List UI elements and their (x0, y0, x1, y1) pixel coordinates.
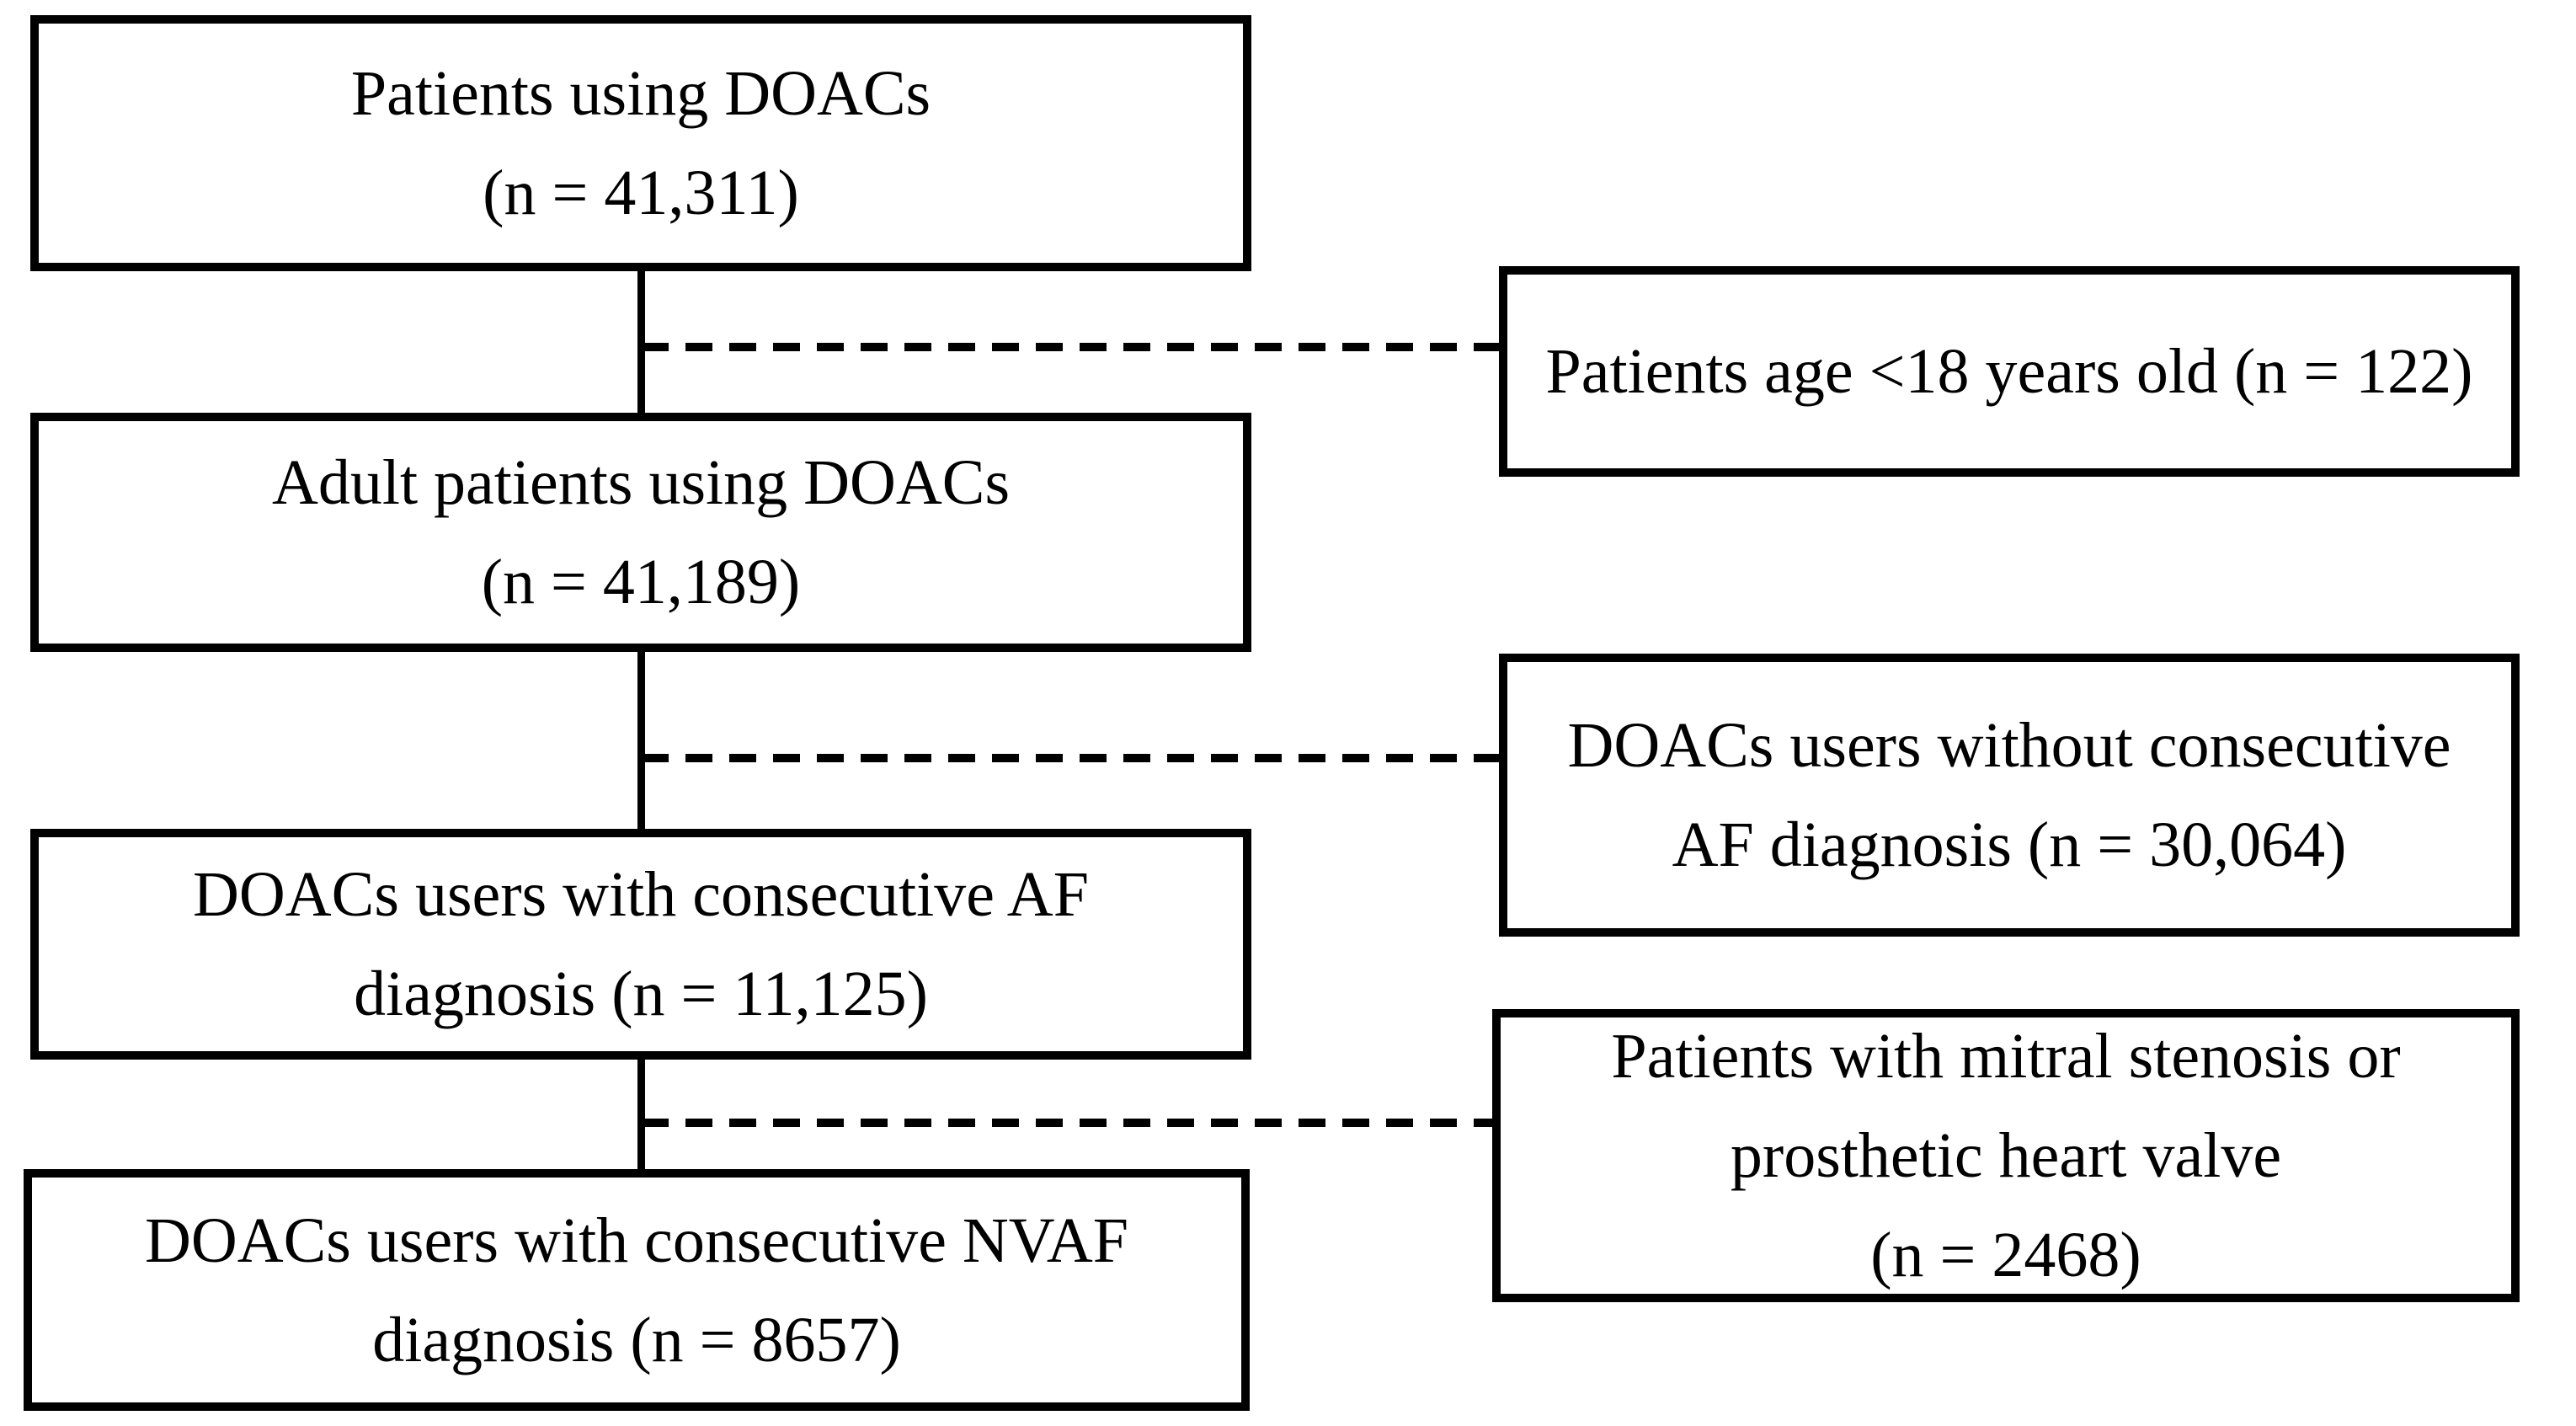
exclusion-dashed-line-age (642, 343, 1499, 351)
connector-line-box1-box2 (637, 270, 645, 414)
connector-line-box2-box3 (637, 650, 645, 830)
box-count-line: (n = 41,189) (481, 547, 801, 617)
box-text-line: Patients age <18 years old (n = 122) (1545, 336, 2473, 407)
connector-line-box3-box4 (637, 1058, 645, 1171)
exclusion-box-mitral-stenosis: Patients with mitral stenosis or prosthe… (1492, 1009, 2520, 1302)
flow-box-patients-using-doacs: Patients using DOACs (n = 41,311) (30, 15, 1251, 271)
exclusion-dashed-line-no-af (642, 754, 1499, 762)
box-count-line: diagnosis (n = 8657) (372, 1304, 901, 1375)
box-count-line: diagnosis (n = 11,125) (354, 959, 928, 1029)
box-count-line: AF diagnosis (n = 30,064) (1672, 809, 2347, 880)
box-text-line: Patients using DOACs (350, 58, 931, 129)
exclusion-box-age-under-18: Patients age <18 years old (n = 122) (1499, 266, 2520, 477)
flow-box-adult-patients: Adult patients using DOACs (n = 41,189) (30, 413, 1251, 652)
box-count-line: (n = 41,311) (483, 158, 799, 228)
box-count-line: (n = 2468) (1870, 1220, 2141, 1290)
exclusion-box-without-af-diagnosis: DOACs users without consecutive AF diagn… (1499, 654, 2520, 937)
box-text-line: prosthetic heart valve (1730, 1120, 2282, 1191)
box-text-line: Patients with mitral stenosis or (1611, 1021, 2401, 1092)
flow-box-consecutive-nvaf: DOACs users with consecutive NVAF diagno… (24, 1169, 1250, 1411)
exclusion-dashed-line-mitral (642, 1119, 1499, 1127)
box-text-line: Adult patients using DOACs (271, 447, 1011, 518)
box-text-line: DOACs users with consecutive NVAF (144, 1204, 1129, 1276)
flow-box-consecutive-af: DOACs users with consecutive AF diagnosi… (30, 829, 1251, 1060)
box-text-line: DOACs users without consecutive (1567, 710, 2451, 781)
box-text-line: DOACs users with consecutive AF (193, 859, 1089, 930)
